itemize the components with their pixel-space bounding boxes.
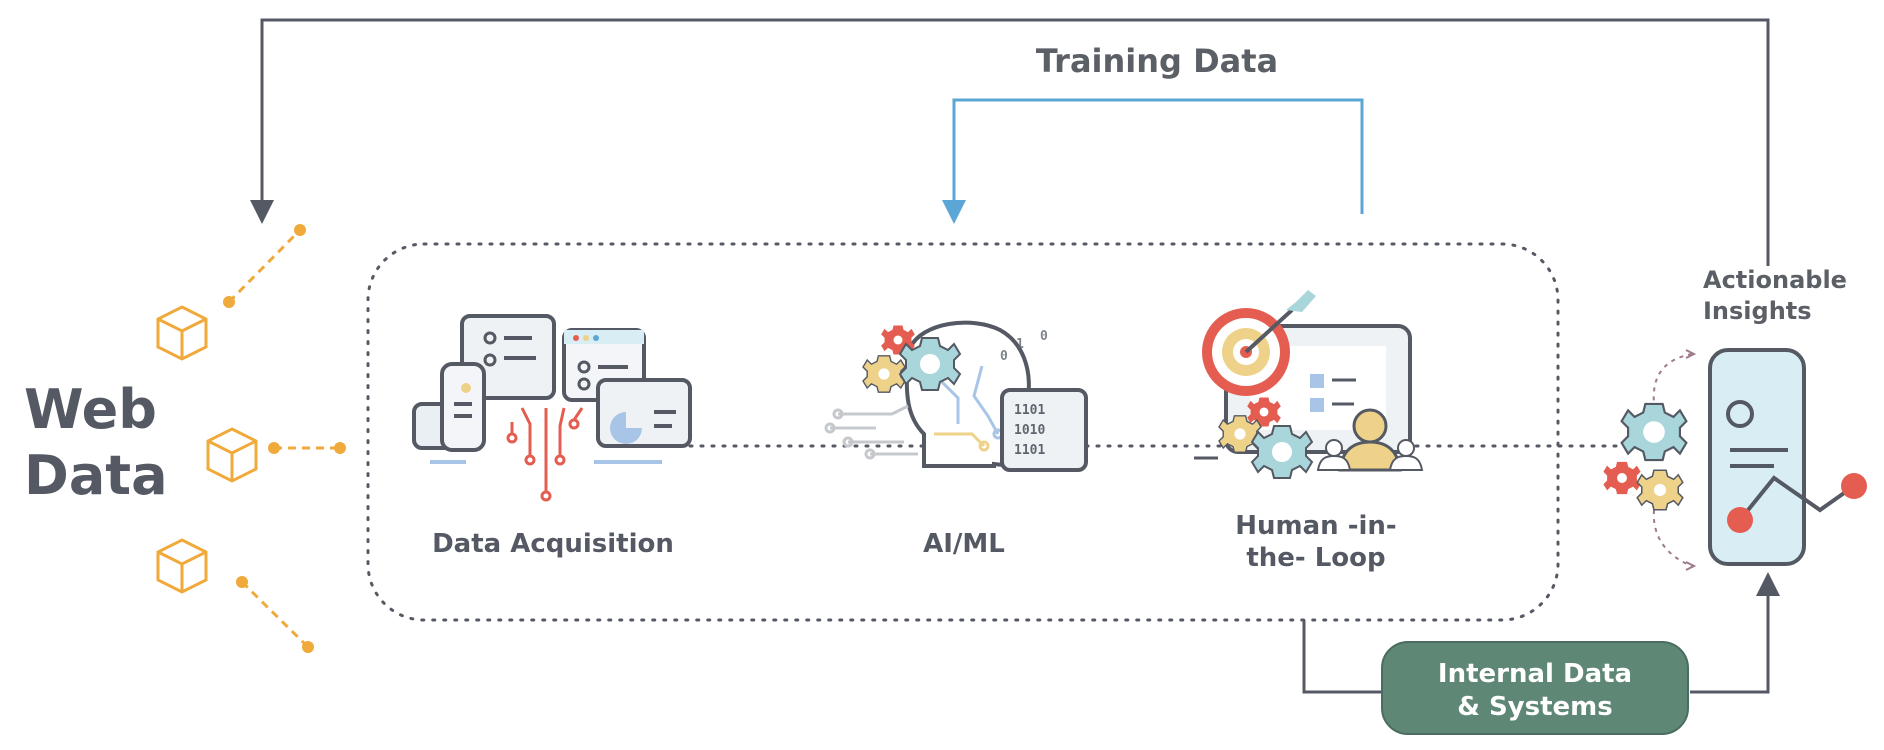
human-in-the-loop-label-line2: the- Loop <box>1246 543 1385 573</box>
person-icon <box>1316 439 1352 471</box>
faded-binary: 0 <box>1000 349 1008 364</box>
training-data-label: Training Data <box>1036 42 1278 80</box>
actionable-insights-line1: Actionable <box>1703 266 1847 294</box>
gear-icon <box>1247 397 1281 427</box>
actionable-insights-line2: Insights <box>1703 297 1812 325</box>
cube-icon <box>206 427 258 483</box>
gear-icon <box>899 337 961 391</box>
internal-data-line2: & Systems <box>1457 692 1613 722</box>
gear-icon <box>881 325 915 355</box>
binary-row-3: 1101 <box>1014 443 1045 458</box>
gear-icon <box>1620 402 1688 462</box>
web-data-title-line2: Data <box>24 444 168 507</box>
cube-icon <box>156 305 208 361</box>
cube-icon <box>156 538 208 594</box>
gear-icon <box>1603 461 1641 495</box>
human-in-the-loop-icon <box>1194 290 1424 479</box>
workflow-container <box>366 242 1560 622</box>
gear-icon <box>1218 415 1262 453</box>
gear-icon <box>1251 425 1313 479</box>
insights-icon <box>1603 348 1867 571</box>
ai-ml-label: AI/ML <box>923 529 1005 559</box>
human-in-the-loop-label-line1: Human -in- <box>1235 511 1396 541</box>
gear-icon <box>862 355 906 393</box>
training-data-arrow <box>942 98 1364 224</box>
faded-binary: 0 <box>1040 329 1048 344</box>
data-acquisition-label: Data Acquisition <box>432 529 674 559</box>
faded-binary: 1 <box>1016 337 1024 352</box>
web-data-title-line1: Web <box>24 378 157 441</box>
orange-web-links <box>223 224 346 653</box>
person-icon <box>1388 439 1424 471</box>
server-icon <box>1708 348 1806 566</box>
binary-row-2: 1010 <box>1014 423 1045 438</box>
gear-icon <box>1636 469 1684 511</box>
outer-feedback-arrow <box>250 18 1770 266</box>
target-icon <box>1202 290 1316 396</box>
ai-ml-icon: 1101 1010 1101 0 1 0 <box>824 320 1088 472</box>
internal-data-line1: Internal Data <box>1438 659 1632 689</box>
internal-data-route <box>1302 620 1388 694</box>
binary-row-1: 1101 <box>1014 403 1045 418</box>
data-acquisition-icon <box>412 314 692 502</box>
internal-to-insights-arrow <box>1690 572 1780 694</box>
phone-icon <box>440 362 486 452</box>
internal-data-systems-box <box>1381 641 1689 735</box>
